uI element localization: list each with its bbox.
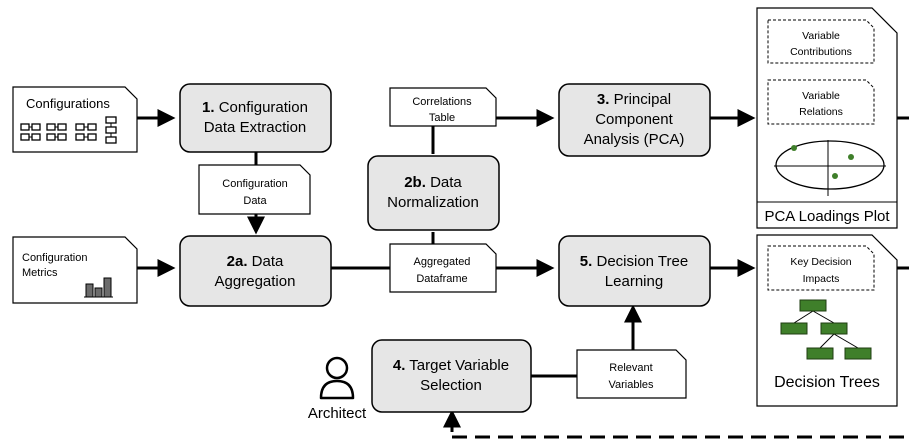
- key-decision-impacts-label-1: Key Decision: [790, 256, 851, 268]
- step-5-decision-tree-learning: 5. Decision Tree Learning: [558, 235, 711, 307]
- pca-plot-icon: [774, 140, 886, 196]
- configuration-data-document: Configuration Data: [198, 164, 311, 215]
- step-3-title-line-2: Component: [595, 111, 673, 128]
- svg-text:2a. Data: 2a. Data: [227, 253, 284, 270]
- configuration-data-label-2: Data: [243, 195, 267, 207]
- variable-contributions-label-1: Variable: [802, 30, 840, 42]
- decision-tree-icon: [780, 299, 872, 360]
- step-3-title-line-3: Analysis (PCA): [584, 131, 685, 148]
- svg-text:3. Principal: 3. Principal: [597, 91, 671, 108]
- configurations-label: Configurations: [26, 96, 110, 111]
- step-1-title-line-1: Configuration: [215, 99, 308, 116]
- correlations-table-label-2: Table: [429, 112, 455, 124]
- svg-text:1. Configuration: 1. Configuration: [202, 99, 308, 116]
- person-icon: [319, 356, 355, 400]
- configuration-metrics-label-1: Configuration: [22, 252, 87, 264]
- step-2b-data-normalization: 2b. Data Normalization: [367, 155, 500, 231]
- step-4-title-line-2: Selection: [420, 377, 482, 394]
- relevant-variables-document: Relevant Variables: [576, 349, 687, 399]
- relevant-variables-label-2: Variables: [608, 379, 654, 391]
- relevant-variables-label-1: Relevant: [609, 362, 652, 374]
- step-3-number: 3.: [597, 91, 610, 108]
- step-2b-title-line-2: Normalization: [387, 194, 479, 211]
- svg-text:4. Target Variable: 4. Target Variable: [393, 357, 509, 374]
- pca-loadings-output: Variable Contributions Variable Relation…: [756, 7, 898, 229]
- step-2a-data-aggregation: 2a. Data Aggregation: [179, 235, 332, 307]
- step-1-title-line-2: Data Extraction: [204, 119, 307, 136]
- step-2b-title-line-1: Data: [426, 174, 463, 191]
- svg-text:5. Decision Tree: 5. Decision Tree: [580, 253, 688, 270]
- step-2a-number: 2a.: [227, 253, 248, 270]
- step-2b-number: 2b.: [404, 174, 426, 191]
- step-1-number: 1.: [202, 99, 215, 116]
- configuration-metrics-document: Configuration Metrics: [12, 236, 138, 304]
- configuration-data-label-1: Configuration: [222, 178, 287, 190]
- step-5-title-line-1: Decision Tree: [592, 253, 688, 270]
- config-blocks-icon: [20, 116, 117, 144]
- step-4-number: 4.: [393, 357, 406, 374]
- flow-arrows: [137, 109, 909, 439]
- bar-chart-icon: [84, 277, 113, 298]
- step-3-title-line-1: Principal: [609, 91, 671, 108]
- aggregated-dataframe-document: Aggregated Dataframe: [389, 243, 497, 293]
- step-3-pca: 3. Principal Component Analysis (PCA): [558, 83, 711, 157]
- correlations-table-document: Correlations Table: [389, 87, 497, 127]
- key-decision-impacts-label-2: Impacts: [803, 273, 840, 285]
- step-4-title-line-1: Target Variable: [405, 357, 509, 374]
- architect-label: Architect: [308, 405, 367, 422]
- decision-trees-title: Decision Trees: [774, 374, 880, 391]
- step-5-number: 5.: [580, 253, 593, 270]
- aggregated-dataframe-label-2: Dataframe: [416, 273, 467, 285]
- configuration-metrics-label-2: Metrics: [22, 267, 58, 279]
- step-1-configuration-data-extraction: 1. Configuration Data Extraction: [179, 83, 332, 153]
- step-2a-title-line-2: Aggregation: [215, 273, 296, 290]
- architect-actor: Architect: [308, 356, 367, 422]
- variable-contributions-label-2: Contributions: [790, 46, 852, 58]
- aggregated-dataframe-label-1: Aggregated: [414, 256, 471, 268]
- decision-trees-output: Key Decision Impacts Decision Trees: [756, 234, 898, 407]
- pca-loadings-plot-title: PCA Loadings Plot: [764, 208, 890, 225]
- step-4-target-variable-selection: 4. Target Variable Selection: [371, 339, 532, 413]
- svg-text:2b. Data: 2b. Data: [404, 174, 462, 191]
- configurations-document: Configurations: [12, 86, 138, 153]
- variable-relations-label-1: Variable: [802, 90, 840, 102]
- step-5-title-line-2: Learning: [605, 273, 663, 290]
- correlations-table-label-1: Correlations: [412, 96, 472, 108]
- variable-relations-label-2: Relations: [799, 106, 843, 118]
- step-2a-title-line-1: Data: [248, 253, 285, 270]
